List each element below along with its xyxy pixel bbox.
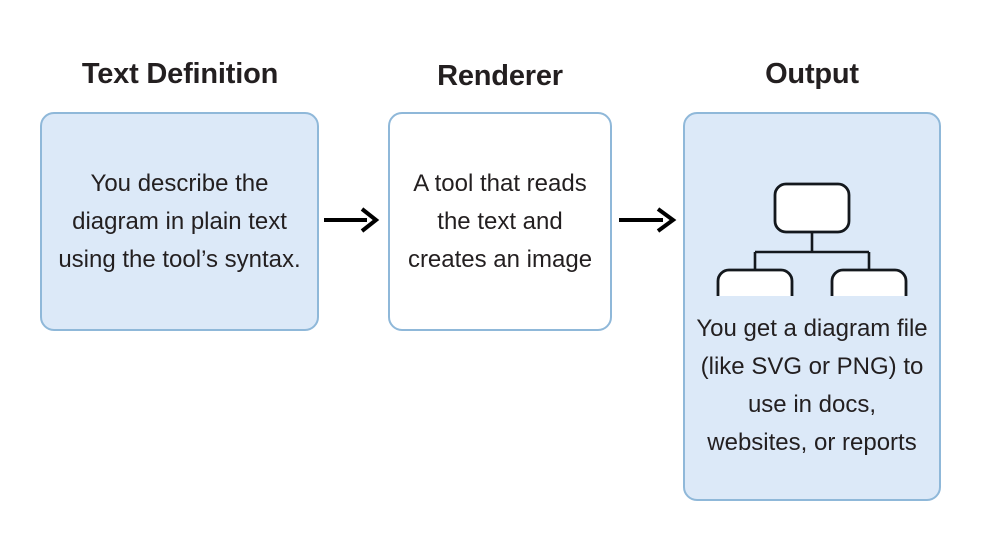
org-chart-icon — [712, 156, 912, 315]
stage-title-output: Output — [765, 58, 859, 90]
stage-body-renderer: A tool that reads the text and creates a… — [407, 169, 593, 273]
arrow-right-icon — [617, 200, 679, 240]
stage-box-renderer: A tool that reads the text and creates a… — [388, 112, 612, 331]
stage-box-text-definition: You describe the diagram in plain text u… — [40, 112, 319, 331]
arrow-right-icon — [322, 200, 382, 240]
stage-title-renderer: Renderer — [437, 60, 563, 92]
stage-title-text-definition: Text Definition — [81, 58, 279, 90]
stage-body-text-definition: You describe the diagram in plain text u… — [58, 169, 301, 273]
stage-box-output: You get a diagram file (like SVG or PNG)… — [683, 112, 941, 501]
stage-body-output: You get a diagram file (like SVG or PNG)… — [696, 314, 928, 456]
